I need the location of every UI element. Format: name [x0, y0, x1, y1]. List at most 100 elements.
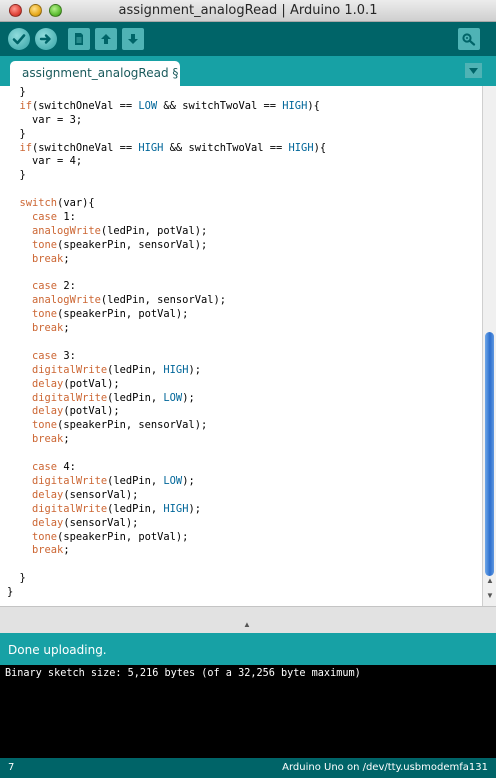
- code-token: (speakerPin, potVal);: [57, 308, 189, 321]
- scroll-down-arrow[interactable]: ▼: [486, 591, 494, 600]
- code-token: }: [19, 86, 26, 98]
- code-line[interactable]: case 4:: [7, 461, 326, 475]
- code-line[interactable]: break;: [7, 433, 326, 447]
- open-sketch-button[interactable]: [95, 28, 117, 50]
- code-token-fn: delay: [32, 405, 64, 418]
- code-line[interactable]: tone(speakerPin, potVal);: [7, 308, 326, 322]
- verify-icon: [12, 34, 26, 45]
- tab-sketch[interactable]: assignment_analogRead §: [10, 61, 180, 86]
- code-line[interactable]: [7, 558, 326, 572]
- code-line[interactable]: case 3:: [7, 350, 326, 364]
- code-line[interactable]: delay(sensorVal);: [7, 517, 326, 531]
- code-line[interactable]: case 1:: [7, 211, 326, 225]
- code-token-fn: tone: [32, 419, 58, 432]
- editor-scrollbar[interactable]: ▲ ▼: [482, 86, 496, 606]
- code-token-fn: if: [19, 99, 33, 112]
- code-line[interactable]: switch(var){: [7, 197, 326, 211]
- code-token-fn: switch: [19, 197, 58, 210]
- close-window-button[interactable]: [9, 4, 22, 17]
- code-line[interactable]: tone(speakerPin, sensorVal);: [7, 239, 326, 253]
- panel-divider[interactable]: ▲: [0, 606, 496, 633]
- code-line[interactable]: }: [7, 128, 326, 142]
- console-text: Binary sketch size: 5,216 bytes (of a 32…: [5, 668, 361, 679]
- code-token-fn: digitalWrite: [32, 363, 108, 376]
- code-line[interactable]: digitalWrite(ledPin, HIGH);: [7, 503, 326, 517]
- verify-button[interactable]: [8, 28, 30, 50]
- code-token: && switchTwoVal ==: [157, 99, 283, 112]
- code-token: }: [19, 572, 26, 585]
- code-line[interactable]: digitalWrite(ledPin, LOW);: [7, 475, 326, 489]
- code-line[interactable]: }: [7, 572, 326, 586]
- serial-monitor-button[interactable]: [458, 28, 480, 50]
- code-token: ;: [63, 544, 70, 557]
- code-token: (sensorVal);: [63, 488, 139, 501]
- code-line[interactable]: }: [7, 586, 326, 600]
- code-line[interactable]: [7, 336, 326, 350]
- code-line[interactable]: break;: [7, 322, 326, 336]
- code-token-const: HIGH: [282, 99, 308, 112]
- code-line[interactable]: case 2:: [7, 280, 326, 294]
- code-line[interactable]: [7, 183, 326, 197]
- code-line[interactable]: tone(speakerPin, potVal);: [7, 531, 326, 545]
- code-line[interactable]: var = 3;: [7, 114, 326, 128]
- code-token: 4:: [57, 461, 76, 474]
- footer-bar: 7 Arduino Uno on /dev/tty.usbmodemfa131: [0, 758, 496, 778]
- code-token-fn: digitalWrite: [32, 474, 108, 487]
- save-sketch-button[interactable]: [122, 28, 144, 50]
- code-token: ){: [313, 141, 327, 154]
- code-token: ;: [63, 322, 70, 335]
- upload-button[interactable]: [35, 28, 57, 50]
- code-line[interactable]: digitalWrite(ledPin, LOW);: [7, 392, 326, 406]
- divider-up-arrow-icon[interactable]: ▲: [243, 620, 251, 629]
- code-line[interactable]: delay(potVal);: [7, 405, 326, 419]
- code-token: (potVal);: [63, 377, 120, 390]
- code-token: var = 3;: [32, 113, 83, 126]
- code-line[interactable]: }: [7, 169, 326, 183]
- code-line[interactable]: [7, 447, 326, 461]
- code-editor[interactable]: } if(switchOneVal == LOW && switchTwoVal…: [0, 86, 482, 606]
- new-sketch-button[interactable]: [68, 28, 90, 50]
- code-token: (switchOneVal ==: [32, 99, 139, 112]
- code-line[interactable]: delay(potVal);: [7, 378, 326, 392]
- code-token: }: [7, 586, 14, 599]
- code-token: (sensorVal);: [63, 516, 139, 529]
- code-line[interactable]: var = 4;: [7, 155, 326, 169]
- code-line[interactable]: if(switchOneVal == HIGH && switchTwoVal …: [7, 141, 327, 156]
- editor-scroll-thumb[interactable]: [485, 332, 494, 576]
- code-line[interactable]: if(switchOneVal == LOW && switchTwoVal =…: [7, 100, 326, 114]
- code-token-fn: delay: [32, 377, 64, 390]
- code-line[interactable]: analogWrite(ledPin, potVal);: [7, 225, 326, 239]
- code-text[interactable]: } if(switchOneVal == LOW && switchTwoVal…: [7, 86, 326, 600]
- code-line[interactable]: delay(sensorVal);: [7, 489, 326, 503]
- code-token: (ledPin,: [107, 391, 164, 404]
- scroll-up-arrow[interactable]: ▲: [486, 576, 494, 585]
- code-token: ){: [307, 99, 320, 112]
- code-token-const: HIGH: [163, 502, 189, 515]
- code-line[interactable]: [7, 267, 326, 281]
- code-token: (speakerPin, sensorVal);: [57, 238, 208, 251]
- code-token-fn: if: [19, 141, 33, 154]
- code-line[interactable]: tone(speakerPin, sensorVal);: [7, 419, 326, 433]
- tab-menu-button[interactable]: [465, 63, 482, 78]
- code-token: (ledPin,: [107, 363, 164, 376]
- code-token-kw: case: [32, 349, 58, 362]
- code-token-fn: digitalWrite: [32, 391, 108, 404]
- code-token-const: HIGH: [288, 141, 314, 154]
- code-token: (ledPin,: [107, 502, 164, 515]
- code-line[interactable]: digitalWrite(ledPin, HIGH);: [7, 364, 326, 378]
- code-token: 3:: [57, 349, 76, 362]
- code-token: }: [19, 127, 26, 140]
- chevron-down-icon: [469, 67, 478, 74]
- code-token: (speakerPin, potVal);: [57, 530, 189, 543]
- zoom-window-button[interactable]: [49, 4, 62, 17]
- code-token-fn: tone: [32, 530, 58, 543]
- code-line[interactable]: analogWrite(ledPin, sensorVal);: [7, 294, 326, 308]
- code-line[interactable]: }: [7, 86, 326, 100]
- code-token: var = 4;: [32, 155, 83, 168]
- code-token-kw: case: [32, 211, 58, 224]
- code-line[interactable]: break;: [7, 544, 326, 558]
- minimize-window-button[interactable]: [29, 4, 42, 17]
- console-output[interactable]: Binary sketch size: 5,216 bytes (of a 32…: [0, 665, 496, 758]
- code-token-fn: tone: [32, 308, 58, 321]
- code-line[interactable]: break;: [7, 253, 326, 267]
